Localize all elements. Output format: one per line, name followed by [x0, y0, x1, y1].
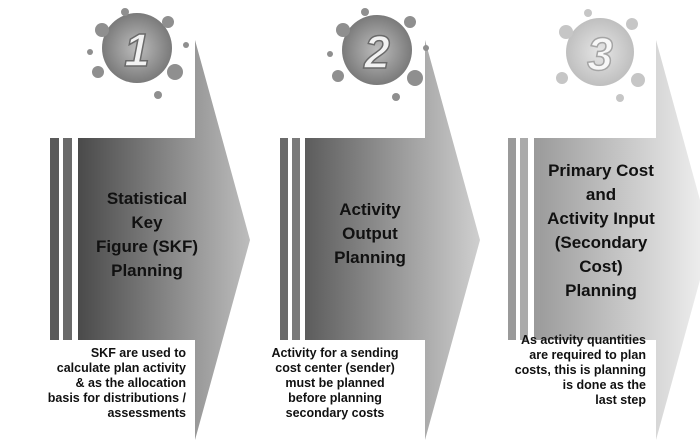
step-1-title-line: Figure (SKF) — [96, 237, 198, 256]
step-1-title-line: Statistical — [107, 189, 187, 208]
step-3-title-line: Primary Cost — [548, 161, 654, 180]
step-1-description: SKF are used to calculate plan activity … — [47, 346, 186, 420]
step-3-title-line: Cost) — [579, 257, 622, 276]
step-2-arrow — [305, 40, 480, 440]
step-2-title-line: Planning — [334, 248, 406, 267]
step-1-splat — [87, 8, 189, 99]
step-2-stripe-a — [280, 138, 288, 340]
step-3-number: 3 — [587, 28, 613, 80]
step-1-stripe-a — [50, 138, 59, 340]
step-1-arrow — [78, 40, 250, 440]
step-3-stripe-b — [520, 138, 528, 340]
step-2-title-line: Output — [342, 224, 398, 243]
step-3-title-line: and — [586, 185, 616, 204]
step-3-splat — [556, 9, 645, 102]
step-1-title-line: Planning — [111, 261, 183, 280]
step-3-title-line: (Secondary — [555, 233, 648, 252]
step-1-number: 1 — [124, 24, 150, 76]
step-2-description: Activity for a sending cost center (send… — [271, 346, 399, 420]
step-2-splat — [327, 8, 429, 101]
step-1-title-line: Key — [131, 213, 163, 232]
step-3-stripe-a — [508, 138, 516, 340]
step-2-number: 2 — [363, 26, 390, 78]
step-2-title-line: Activity — [339, 200, 401, 219]
step-2-stripe-b — [292, 138, 300, 340]
step-3-title-line: Activity Input — [547, 209, 655, 228]
step-1-stripe-b — [63, 138, 72, 340]
step-3-arrow — [534, 40, 700, 440]
step-3-description: As activity quantities are required to p… — [514, 333, 646, 407]
step-3-title-line: Planning — [565, 281, 637, 300]
